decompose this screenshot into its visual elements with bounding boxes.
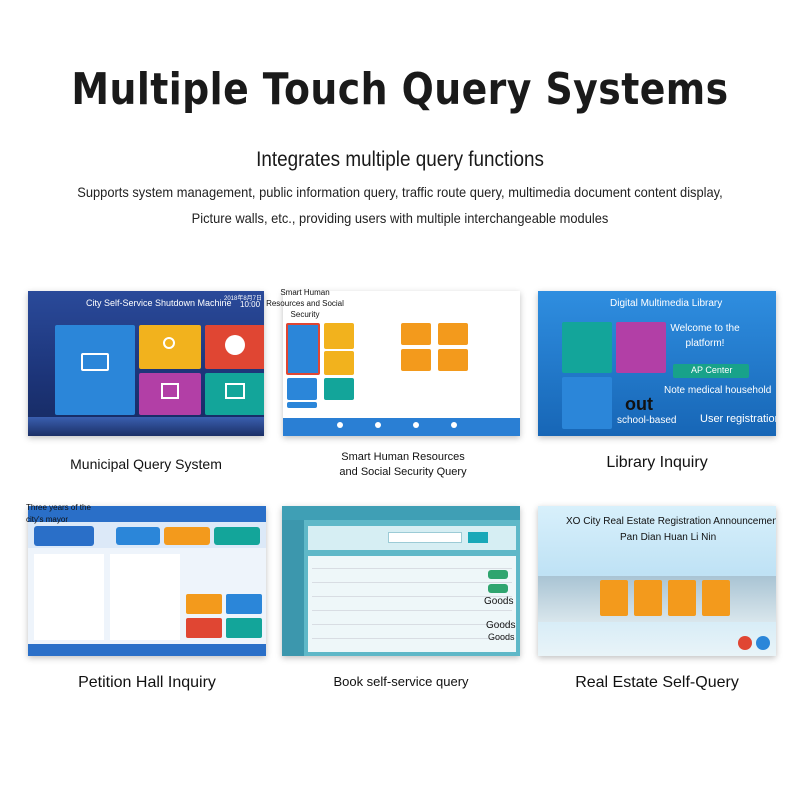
- query-button[interactable]: [116, 527, 160, 545]
- social-security-tile[interactable]: [139, 325, 201, 369]
- welcome-text: Welcome to the platform!: [670, 323, 740, 349]
- out-label: out: [625, 394, 653, 414]
- tile-strip: [287, 402, 317, 408]
- row-action-button[interactable]: [488, 584, 508, 593]
- announcement-line-1: XO City Real Estate Registration Announc…: [566, 516, 776, 527]
- back-button[interactable]: [738, 636, 752, 650]
- book-sidebar: [282, 520, 304, 656]
- hr-query-caption: Smart Human Resources and Social Securit…: [339, 451, 467, 478]
- screen-time: 10:00: [240, 300, 261, 309]
- page-title: Multiple Touch Query Systems: [71, 64, 729, 115]
- book-search-area: [308, 526, 516, 550]
- tile-orange-1[interactable]: [401, 323, 431, 345]
- print-tile[interactable]: [139, 373, 201, 415]
- book-search-button[interactable]: [468, 532, 488, 543]
- note-label: Note medical household: [664, 385, 772, 396]
- library-screen-title: Digital Multimedia Library: [610, 298, 723, 309]
- tile-yellow-2[interactable]: [324, 351, 354, 375]
- book-icon: [225, 383, 245, 399]
- petition-hall-screenshot[interactable]: [28, 506, 266, 656]
- municipal-query-caption: Municipal Query System: [70, 456, 222, 472]
- book-query-caption: Book self-service query: [333, 674, 469, 689]
- school-based-label: school-based: [617, 415, 677, 426]
- table-row: [312, 638, 512, 639]
- book-top-bar: [282, 506, 520, 520]
- screen-title: City Self-Service Shutdown Machine: [86, 298, 232, 308]
- tile-yellow-1[interactable]: [324, 323, 354, 349]
- table-row: [312, 582, 512, 583]
- petition-hall-caption: Petition Hall Inquiry: [78, 674, 216, 691]
- query-tile-4[interactable]: [702, 580, 730, 616]
- si-tile[interactable]: [205, 325, 264, 369]
- status-bar: [28, 644, 266, 656]
- nav-map-icon[interactable]: [413, 422, 419, 428]
- screen-date: 2018年8月7日: [224, 296, 263, 302]
- home-button[interactable]: [756, 636, 770, 650]
- real-estate-screenshot[interactable]: XO City Real Estate Registration Announc…: [538, 506, 776, 656]
- description-line-1: Supports system management, public infor…: [77, 184, 723, 200]
- municipal-query-screenshot[interactable]: City Self-Service Shutdown Machine 2018年…: [28, 291, 264, 436]
- header-band: [283, 291, 520, 317]
- library-inquiry-caption: Library Inquiry: [606, 454, 708, 471]
- service-list-2: [110, 554, 180, 640]
- goods-label-2: Goods: [486, 620, 516, 631]
- nav-home-icon[interactable]: [337, 422, 343, 428]
- city-skyline: [28, 417, 264, 436]
- ap-center-label: AP Center: [691, 365, 733, 375]
- tile-orange-4[interactable]: [438, 349, 468, 371]
- middle-school-tile[interactable]: [616, 322, 666, 373]
- user-registration-label[interactable]: User registration: [700, 413, 776, 425]
- id-card-icon: [81, 353, 109, 371]
- book-results-table: [308, 556, 516, 652]
- high-school-tile[interactable]: [562, 377, 612, 429]
- manual-tile[interactable]: [205, 373, 264, 415]
- si-logo-icon: [225, 335, 245, 355]
- print-button[interactable]: [164, 527, 210, 545]
- card-tile[interactable]: [55, 325, 135, 415]
- tile-blue[interactable]: [226, 594, 262, 614]
- hr-social-security-screenshot[interactable]: [283, 291, 520, 436]
- petition-overlay-label: Three years of the city's mayor: [26, 503, 91, 524]
- tile-teal[interactable]: [226, 618, 262, 638]
- goods-label-3: Goods: [488, 632, 515, 642]
- service-list-1: [34, 554, 104, 640]
- table-row: [312, 596, 512, 597]
- query-tile-2[interactable]: [634, 580, 662, 616]
- top-bar: [28, 506, 266, 522]
- table-row: [312, 568, 512, 569]
- book-search-input[interactable]: [388, 532, 462, 543]
- query-tile-3[interactable]: [668, 580, 696, 616]
- page-subtitle: Integrates multiple query functions: [256, 148, 544, 171]
- tile-orange[interactable]: [186, 594, 222, 614]
- library-inquiry-screenshot[interactable]: Digital Multimedia Library Welcome to th…: [538, 291, 776, 436]
- description-line-2: Picture walls, etc., providing users wit…: [191, 210, 609, 226]
- row-action-button[interactable]: [488, 570, 508, 579]
- search-icon: [163, 337, 175, 349]
- bottom-nav-bar[interactable]: [283, 418, 520, 436]
- featured-tile[interactable]: [286, 323, 320, 375]
- tile-teal-1[interactable]: [324, 378, 354, 400]
- query-tile-1[interactable]: [600, 580, 628, 616]
- primary-school-tile[interactable]: [562, 322, 612, 373]
- tile-orange-2[interactable]: [438, 323, 468, 345]
- nav-help-icon[interactable]: [375, 422, 381, 428]
- tile-blue-1[interactable]: [287, 378, 317, 400]
- mayor-button[interactable]: [34, 526, 94, 546]
- book-query-screenshot[interactable]: Goods Goods Goods: [282, 506, 520, 656]
- announcement-line-2: Pan Dian Huan Li Nin: [620, 532, 717, 543]
- tile-red[interactable]: [186, 618, 222, 638]
- table-row: [312, 610, 512, 611]
- real-estate-caption: Real Estate Self-Query: [575, 674, 739, 691]
- table-row: [312, 624, 512, 625]
- guide-button[interactable]: [214, 527, 260, 545]
- goods-label-1: Goods: [484, 596, 514, 607]
- nav-me-icon[interactable]: [451, 422, 457, 428]
- ap-center-tile[interactable]: [673, 364, 749, 378]
- hr-overlay-label: Smart Human Resources and Social Securit…: [266, 288, 344, 319]
- tile-orange-3[interactable]: [401, 349, 431, 371]
- printer-icon: [161, 383, 179, 399]
